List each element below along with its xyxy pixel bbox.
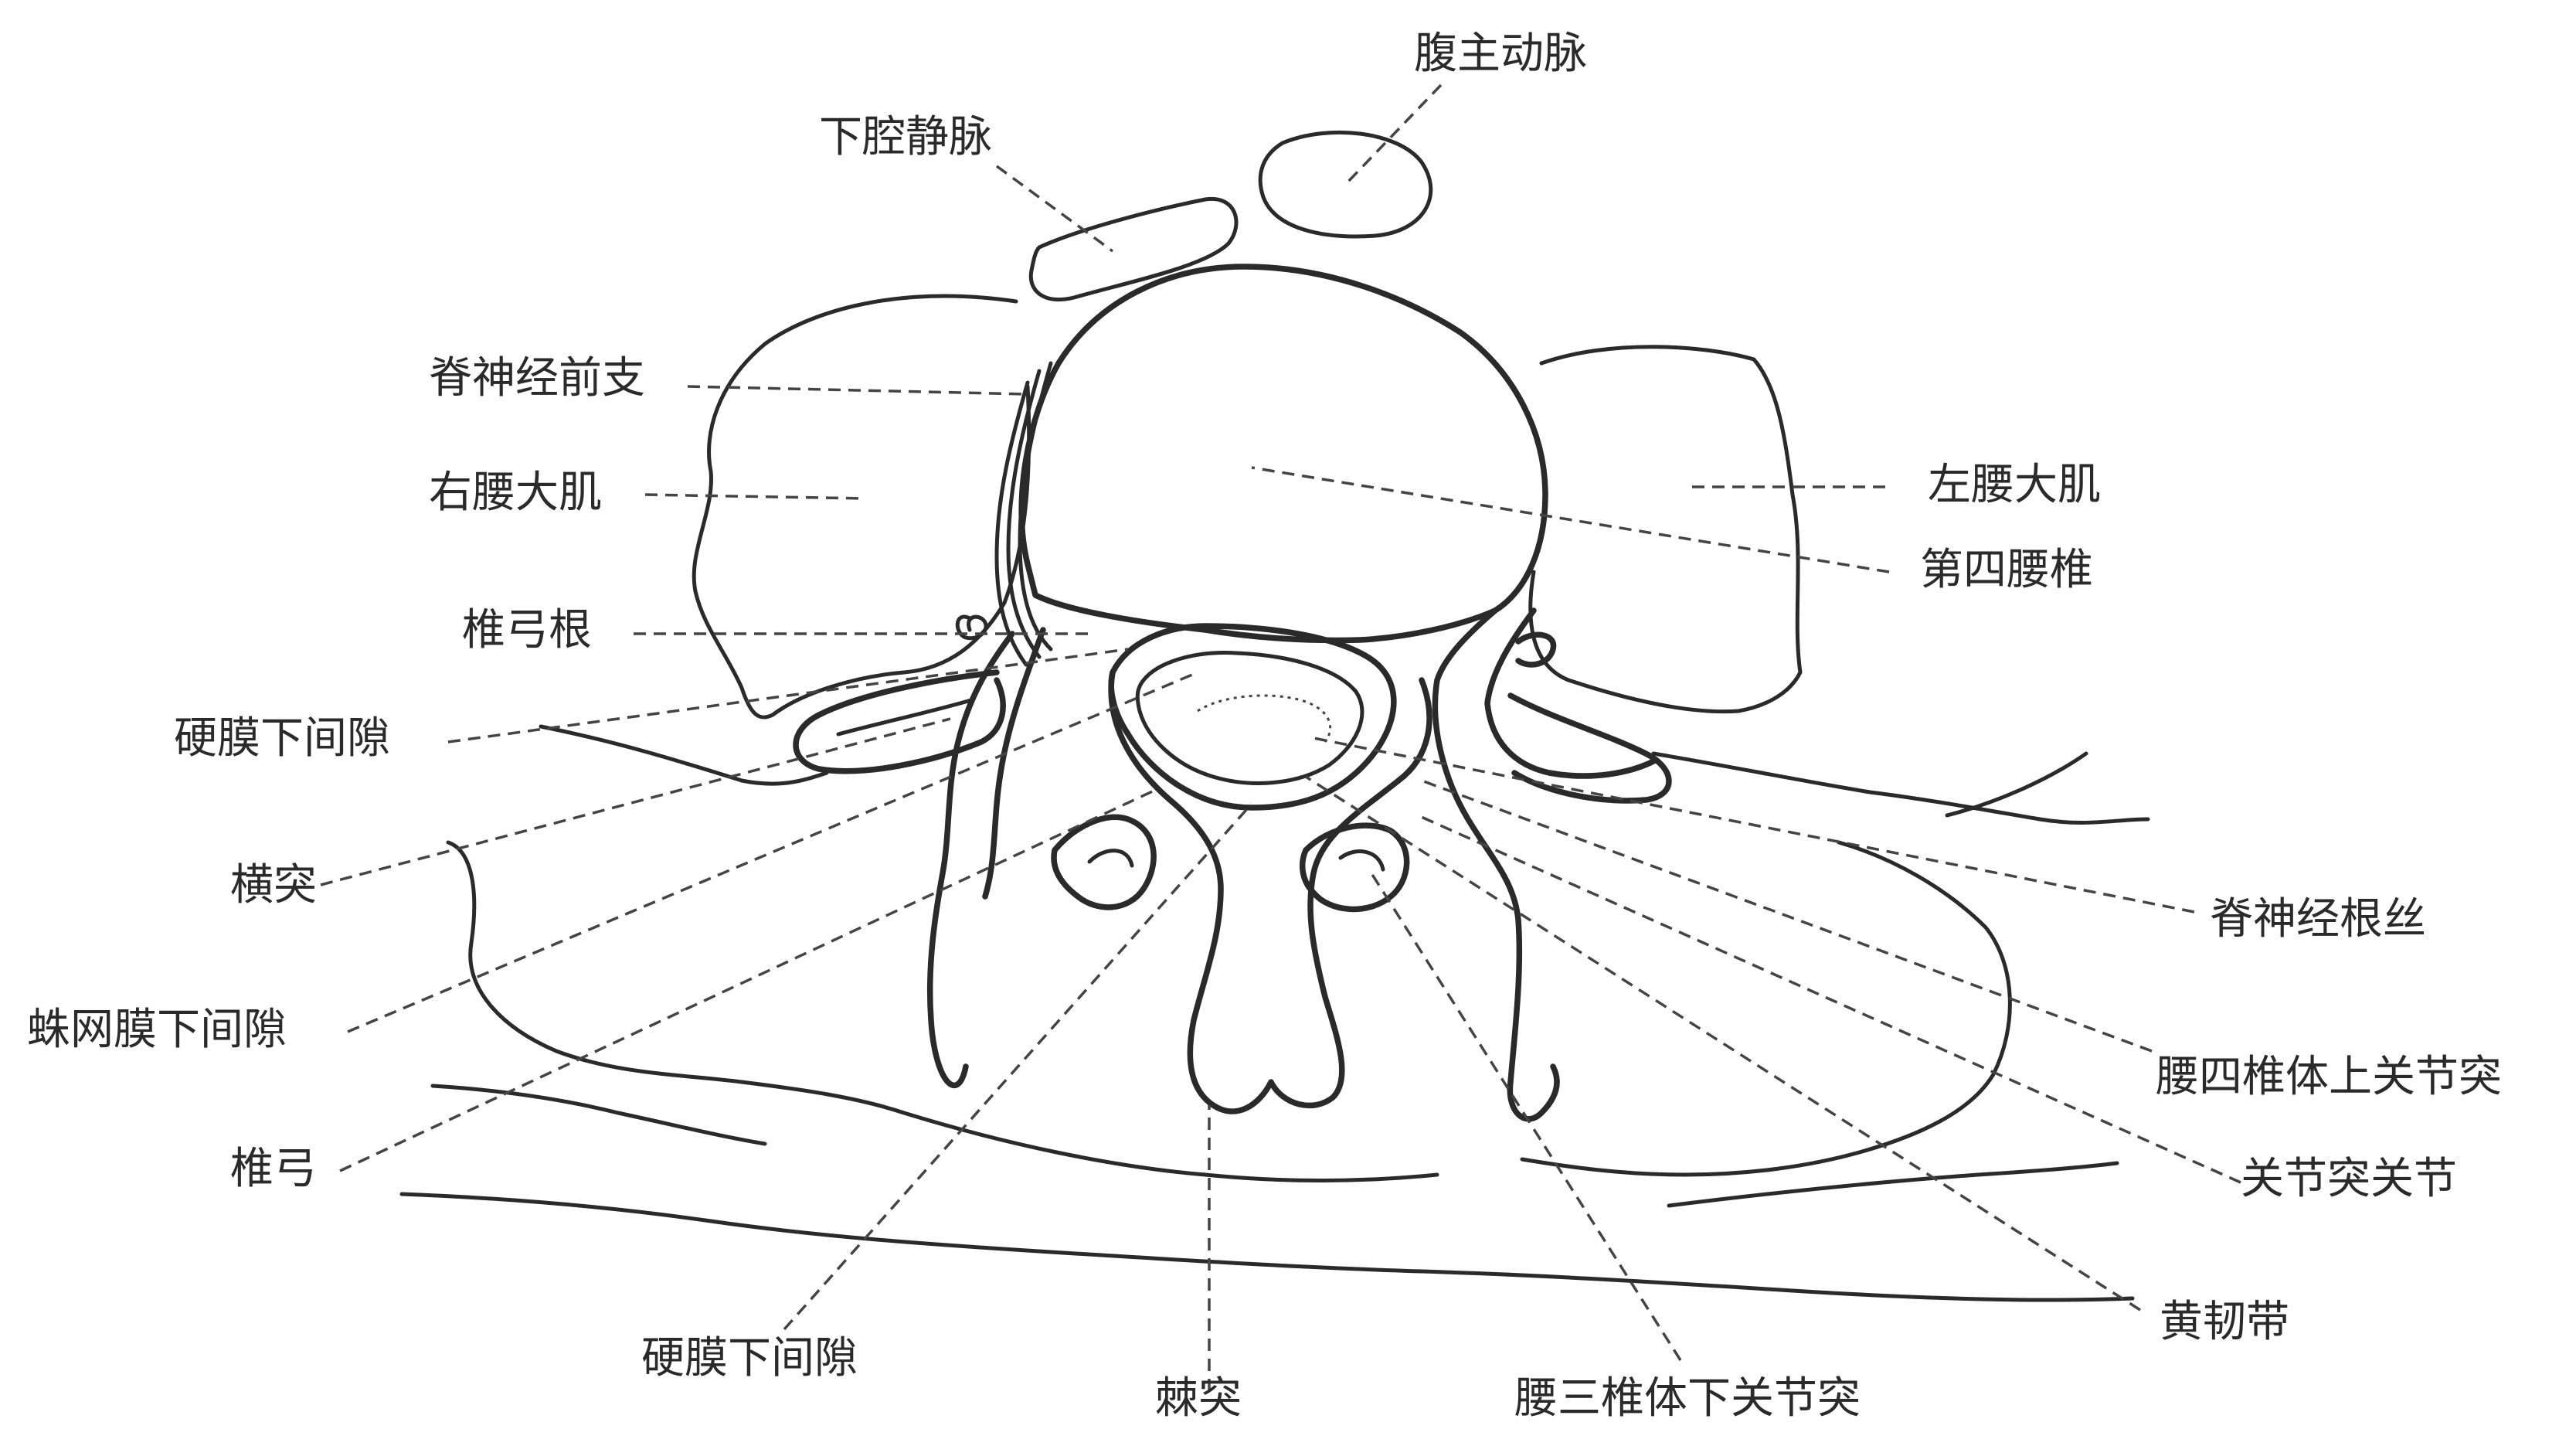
label-left-psoas-major: 左腰大肌 [1928,460,2101,510]
anterior-ramus-line-1 [1018,361,1053,652]
label-vertebral-pedicle: 椎弓根 [462,605,592,655]
label-ligamentum-flavum: 黄韧带 [2160,1297,2289,1347]
leader-lines [320,83,2241,1391]
leader-anterior-ramus [687,385,1028,396]
right-facet-inner [1087,849,1134,868]
leader-subdural-left [447,648,1129,743]
subcutaneous-line-upper [430,1084,767,1146]
leader-facet-joint [1417,814,2241,1184]
label-subdural-space-bottom: 硬膜下间隙 [641,1333,858,1383]
deep-fascia-line [902,1111,1439,1182]
label-l4-superior-articular-process: 腰四椎体上关节突 [2156,1052,2502,1102]
posterior-soft-tissue [539,724,829,786]
left-pedicle-outline[interactable] [1432,607,1560,1122]
anterior-ramus-line-2 [1006,369,1042,659]
left-facet-inner [1338,849,1385,872]
left-pedicle-inner [1484,607,1657,779]
label-facet-joint: 关节突关节 [2241,1154,2457,1204]
left-flank-curve [1945,751,2088,818]
label-spinal-nerve-anterior-ramus: 脊神经前支 [429,353,645,403]
leader-subarachnoid [347,671,1198,1033]
label-vertebral-arch: 椎弓 [230,1144,317,1194]
leader-abdominal-aorta [1343,83,1443,187]
vertebral-body-outline[interactable] [1018,264,1548,644]
leader-l4-superior-articular [1421,779,2153,1053]
leader-ivc [995,165,1114,253]
right-transverse-process[interactable] [793,669,1006,774]
leader-transverse [320,717,951,886]
right-facet-joint[interactable] [1051,814,1157,910]
label-abdominal-aorta: 腹主动脉 [1414,29,1587,79]
label-l3-inferior-articular-process: 腰三椎体下关节突 [1514,1373,1861,1424]
leader-ligamentum-flavum [1305,775,2141,1312]
right-psoas-outline [692,294,1031,720]
leader-right-psoas [644,493,866,500]
label-inferior-vena-cava: 下腔静脉 [819,112,992,162]
leader-vertebral-arch [339,787,1160,1172]
dural-sac-outer[interactable] [1108,623,1397,811]
leader-l4-vertebra [1251,466,1890,573]
left-psoas-outline [1528,345,1803,714]
right-transverse-inner [836,697,976,737]
skin-line [399,1192,2135,1302]
ivc-outline [1028,196,1239,302]
erector-spinae-left [1651,751,2150,825]
dural-sac-inner [1135,651,1364,785]
label-right-psoas-major: 右腰大肌 [429,468,602,518]
right-pedicle-inner [982,627,1046,900]
subcutaneous-line-left [1667,1161,2119,1208]
label-subdural-space-left: 硬膜下间隙 [174,713,390,764]
leader-rootlets [1313,737,2195,914]
label-transverse-process: 横突 [230,860,317,910]
label-subarachnoid-space: 蛛网膜下间隙 [27,1005,287,1055]
left-facet-joint[interactable] [1299,822,1410,913]
anatomy-outlines [399,130,2150,1302]
lower-back-outline [1520,840,2012,1177]
label-spinous-process: 棘突 [1155,1373,1242,1424]
erector-spinae-right [446,840,906,1115]
arachnoid-dotted [1197,694,1332,743]
left-nerve-loop [1515,631,1557,668]
left-transverse-process[interactable] [1507,692,1672,804]
label-fourth-lumbar-vertebra: 第四腰椎 [1920,545,2093,595]
label-spinal-nerve-rootlets: 脊神经根丝 [2210,894,2426,944]
leader-l3-inferior-articular [1370,873,1682,1361]
aorta-outline [1258,130,1433,239]
leader-subdural-bottom [783,802,1253,1331]
right-pedicle-outline[interactable] [926,631,1015,1089]
